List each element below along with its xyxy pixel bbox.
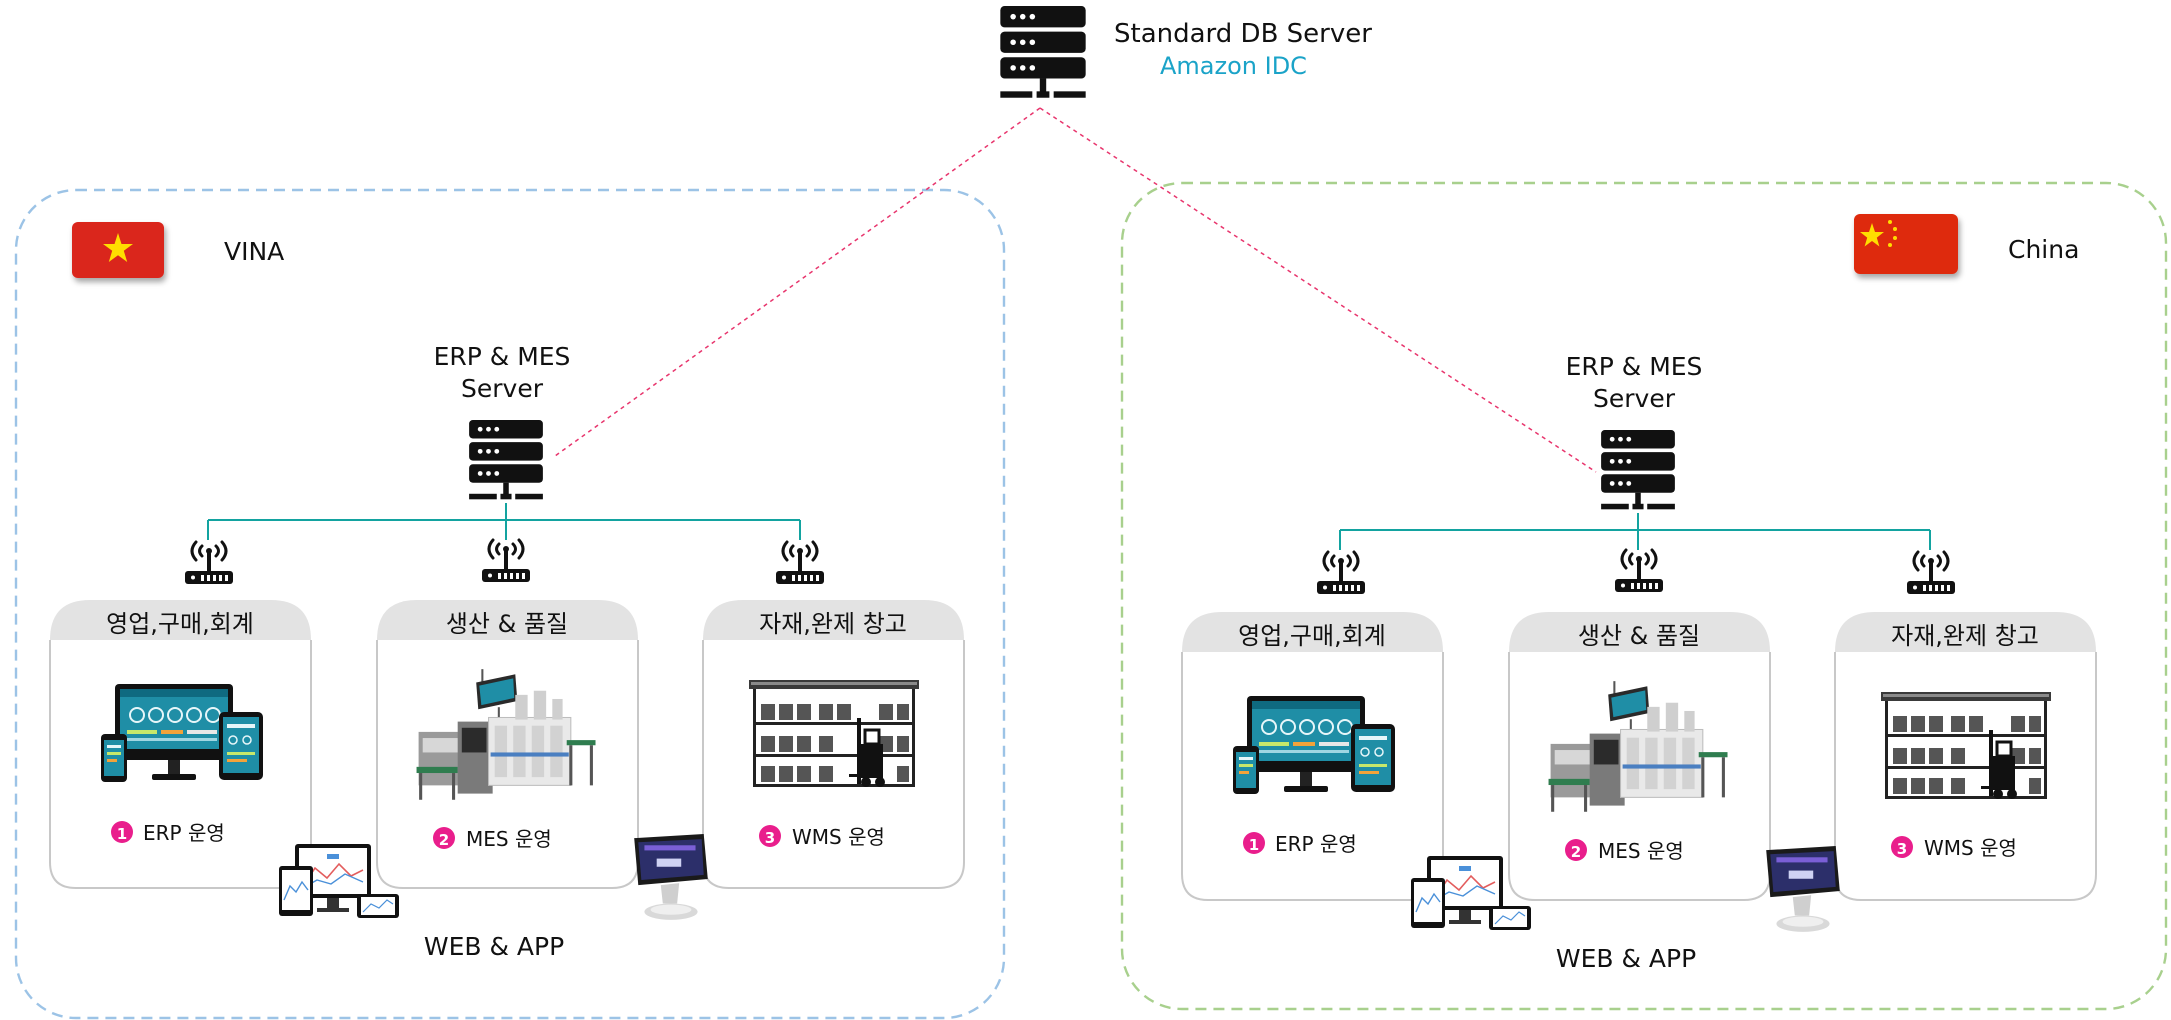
card-header	[1509, 612, 1770, 652]
router-icon	[481, 538, 531, 582]
router-icon	[1906, 550, 1956, 594]
card-frame	[702, 640, 965, 889]
router-icon	[1614, 548, 1664, 592]
router-icon	[184, 540, 234, 584]
step-badge	[759, 825, 781, 847]
card-header-text: 자재,완제 창고	[759, 610, 907, 638]
card-header	[703, 600, 964, 640]
card-label: ERP 운영	[143, 821, 225, 845]
step-badge-number: 1	[1249, 836, 1259, 854]
erp-mes-server-icon	[1601, 430, 1675, 510]
db-to-vina-link-line	[554, 107, 1041, 457]
step-badge	[1243, 832, 1265, 854]
china-flag-icon	[1854, 214, 1958, 274]
web-app-label: WEB & APP	[1556, 944, 1696, 973]
card-header	[50, 600, 311, 640]
card-header-text: 생산 & 품질	[446, 610, 568, 638]
card-label: ERP 운영	[1275, 832, 1357, 856]
step-badge	[111, 821, 133, 843]
module-card-wms: 자재,완제 창고 3 WMS 운영	[1834, 612, 2097, 901]
step-badge	[1565, 839, 1587, 861]
kiosk-terminal-icon	[1766, 846, 1840, 932]
server-label-line1: ERP & MES	[434, 342, 571, 371]
module-card-erp: 영업,구매,회계 1 ERP 운영	[49, 600, 312, 889]
server-label-line1: ERP & MES	[1566, 352, 1703, 381]
card-label: MES 운영	[1598, 839, 1684, 863]
card-frame	[1181, 652, 1444, 901]
erp-mes-server-icon	[469, 420, 543, 500]
module-card-erp: 영업,구매,회계 1 ERP 운영	[1181, 612, 1444, 901]
step-badge	[1891, 836, 1913, 858]
card-header-text: 생산 & 품질	[1578, 622, 1700, 650]
network-lines	[1339, 513, 1931, 550]
card-header-text: 자재,완제 창고	[1891, 622, 2039, 650]
card-label: WMS 운영	[792, 825, 885, 849]
db-server-title: Standard DB Server	[1114, 19, 1372, 49]
server-label-line2: Server	[461, 374, 544, 403]
card-frame	[1834, 652, 2097, 901]
step-badge	[433, 827, 455, 849]
step-badge-number: 2	[1571, 843, 1581, 861]
router-icon	[1316, 550, 1366, 594]
step-badge-number: 1	[117, 825, 127, 843]
china-region-border	[1120, 181, 2168, 1011]
db-to-china-link-line	[1039, 107, 1597, 473]
region-vina: VINA ERP & MES Server 영업,구매,회계 1 ERP 운영	[49, 222, 965, 961]
card-header	[377, 600, 638, 640]
step-badge-number: 2	[439, 831, 449, 849]
region-name: China	[2008, 235, 2079, 264]
server-label-line2: Server	[1593, 384, 1676, 413]
network-lines	[207, 503, 801, 540]
card-label: MES 운영	[466, 827, 552, 851]
vina-region-border	[14, 188, 1006, 1020]
card-header	[1835, 612, 2096, 652]
card-label: WMS 운영	[1924, 836, 2017, 860]
db-server-icon	[1000, 6, 1086, 98]
module-card-mes: 생산 & 품질 2 MES 운영	[376, 600, 639, 889]
web-app-label: WEB & APP	[424, 932, 564, 961]
region-china: China ERP & MES Server 영업,구매,회계 1 ERP 운영	[1181, 214, 2097, 973]
module-card-wms: 자재,완제 창고 3 WMS 운영	[702, 600, 965, 889]
kiosk-terminal-icon	[634, 834, 708, 920]
db-server-subtitle: Amazon IDC	[1160, 52, 1307, 80]
region-name: VINA	[224, 237, 284, 266]
step-badge-number: 3	[1897, 840, 1907, 858]
vietnam-flag-icon	[72, 222, 164, 278]
step-badge-number: 3	[765, 829, 775, 847]
card-header	[1182, 612, 1443, 652]
card-frame	[49, 640, 312, 889]
module-card-mes: 생산 & 품질 2 MES 운영	[1508, 612, 1771, 901]
card-header-text: 영업,구매,회계	[1238, 622, 1386, 650]
router-icon	[775, 540, 825, 584]
card-header-text: 영업,구매,회계	[106, 610, 254, 638]
